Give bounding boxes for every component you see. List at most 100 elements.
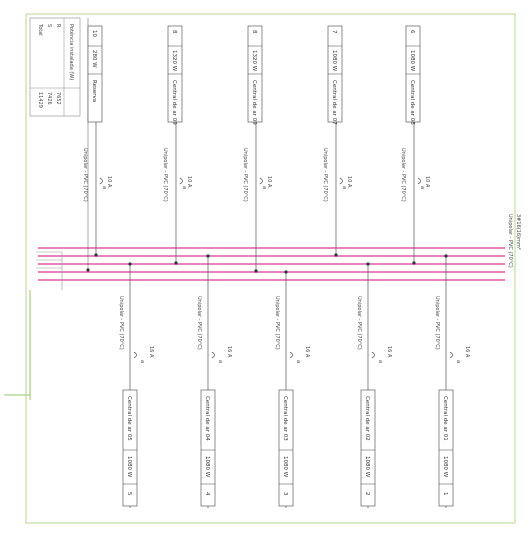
circuit-cable: Unipolar - PVC (70°C)	[322, 148, 328, 202]
power-table-frame	[29, 17, 81, 117]
breaker-poles: a	[101, 186, 107, 189]
circuit-label-box	[278, 389, 294, 507]
circuit-bottom: Central de ar 02 1080 W 2 16 A a Unipola…	[356, 262, 392, 508]
circuit-cable: Unipolar - PVC (70°C)	[118, 296, 124, 350]
breaker-icon	[211, 351, 215, 359]
breaker-icon	[417, 177, 421, 185]
breaker-rating: 10 A	[186, 176, 192, 188]
circuit-number: 2	[364, 492, 370, 496]
circuit-top: 7 1080 W Central de ar 07 10 A a Unipola…	[322, 25, 352, 257]
breaker-rating: 16 A	[304, 346, 310, 358]
circuit-number: 10	[91, 30, 97, 37]
circuit-cable: Unipolar - PVC (70°C)	[242, 148, 248, 202]
circuit-power: 280 W	[91, 50, 97, 68]
bus-cable: Unipolar - PVC (70°C)	[507, 214, 513, 268]
breaker-rating: 16 A	[386, 346, 392, 358]
circuit-cable: Unipolar - PVC (70°C)	[400, 148, 406, 202]
power-table-row-value: 7652	[55, 92, 61, 105]
breaker-rating: 10 A	[424, 176, 430, 188]
breaker-rating: 16 A	[148, 346, 154, 358]
circuit-cable: Unipolar - PVC (70°C)	[434, 296, 440, 350]
circuit-cable: Unipolar - PVC (70°C)	[356, 296, 362, 350]
breaker-rating: 16 A	[464, 346, 470, 358]
circuit-description: Central de ar 05	[126, 396, 132, 441]
breaker-icon	[339, 177, 343, 185]
power-table-row-value: 11429	[37, 92, 43, 108]
circuit-power: 1080 W	[331, 50, 337, 72]
breaker-icon	[133, 351, 137, 359]
breaker-icon	[289, 351, 293, 359]
circuit-cable: Unipolar - PVC (70°C)	[162, 148, 168, 202]
circuit-cable: Unipolar - PVC (70°C)	[82, 148, 88, 202]
breaker-poles: a	[181, 186, 187, 189]
breaker-icon	[449, 351, 453, 359]
power-table: Potência instalada (W) R S Total 7652 74…	[29, 17, 81, 117]
circuit-top: 8 1320 W Central de ar 09 10 A a Unipola…	[242, 25, 272, 273]
breaker-rating: 16 A	[226, 346, 232, 358]
circuit-description: Central de ar 01	[442, 396, 448, 441]
breaker-rating: 10 A	[346, 176, 352, 188]
circuit-number: 8	[251, 30, 257, 34]
circuit-power: 1320 W	[251, 50, 257, 72]
circuit-description: Reserva	[91, 80, 97, 102]
circuit-description: Central de ar 09	[251, 80, 257, 125]
circuit-number: 3	[282, 492, 288, 496]
circuit-number: 4	[204, 492, 210, 496]
circuit-number: 6	[409, 30, 415, 34]
circuit-number: 5	[126, 492, 132, 496]
circuit-top: 8 1320 W Central de ar 09 10 A a Unipola…	[162, 25, 192, 265]
circuit-power: 1320 W	[171, 50, 177, 72]
circuit-description: Central de ar 07	[331, 80, 337, 125]
bus-connection-dot	[94, 253, 98, 257]
circuit-power: 1080 W	[282, 456, 288, 478]
circuit-number: 7	[331, 30, 337, 34]
circuit-label-box	[438, 389, 454, 507]
breaker-poles: a	[261, 186, 267, 189]
circuit-power: 1080 W	[409, 50, 415, 72]
circuit-description: Central de ar 03	[282, 396, 288, 441]
power-table-row-label: R	[55, 24, 61, 28]
circuit-bottom: Central de ar 05 1080 W 5 16 A a Unipola…	[118, 262, 154, 508]
power-table-title: Potência instalada (W)	[68, 24, 75, 80]
circuit-number: 1	[442, 492, 448, 496]
circuit-cable: Unipolar - PVC (70°C)	[274, 296, 280, 350]
breaker-poles: a	[295, 360, 301, 363]
breaker-poles: a	[139, 360, 145, 363]
bus-bars	[38, 247, 505, 281]
power-table-row-value: 7426	[46, 92, 52, 105]
circuit-description: Central de ar 09	[171, 80, 177, 125]
breaker-icon	[371, 351, 375, 359]
circuit-cable: Unipolar - PVC (70°C)	[196, 296, 202, 350]
circuit-bottom: Central de ar 04 1080 W 4 16 A a Unipola…	[196, 254, 232, 508]
breaker-poles: a	[217, 360, 223, 363]
circuit-description: Central de ar 02	[364, 396, 370, 441]
panel-frame	[25, 13, 516, 524]
breaker-poles: a	[455, 360, 461, 363]
breaker-rating: 10 A	[106, 176, 112, 188]
breaker-icon	[259, 177, 263, 185]
breaker-poles: a	[419, 186, 425, 189]
power-table-row-label: S	[46, 24, 52, 27]
bus-label: 3#16(16)mm²	[515, 214, 521, 250]
breaker-rating: 10 A	[266, 176, 272, 188]
circuit-description: Central de ar 04	[204, 396, 210, 441]
breaker-poles: a	[341, 186, 347, 189]
circuit-description: Central de ar 06	[409, 80, 415, 125]
circuit-label-box	[200, 389, 216, 507]
circuit-label-box	[360, 389, 376, 507]
circuit-power: 1080 W	[126, 456, 132, 478]
breaker-poles: a	[377, 360, 383, 363]
circuit-power: 1080 W	[204, 456, 210, 478]
breaker-icon	[179, 177, 183, 185]
circuit-bottom: Central de ar 03 1080 W 3 16 A a Unipola…	[274, 270, 310, 508]
circuit-power: 1080 W	[442, 456, 448, 478]
circuit-number: 8	[171, 30, 177, 34]
breaker-icon	[99, 177, 103, 185]
circuit-bottom: Central de ar 01 1080 W 1 16 A a Unipola…	[434, 254, 470, 508]
power-table-row-label: Total	[37, 23, 43, 36]
circuit-top: 10 280 W Reserva 10 A a Unipolar - PVC (…	[82, 18, 112, 272]
circuit-power: 1080 W	[364, 456, 370, 478]
circuit-top: 6 1080 W Central de ar 06 10 A a Unipola…	[400, 25, 430, 265]
circuit-label-box	[122, 389, 138, 507]
